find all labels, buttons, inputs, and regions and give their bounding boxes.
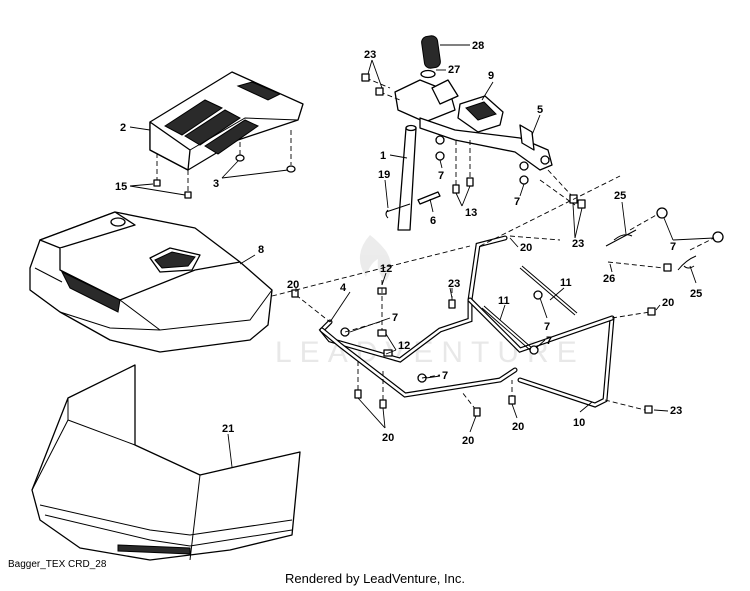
part-6-bolt[interactable]: [417, 191, 441, 205]
callout-23-lower: 23: [670, 405, 682, 417]
callout-11-a: 11: [498, 295, 510, 307]
callout-12-a: 12: [380, 263, 392, 275]
part-11-rods[interactable]: [481, 265, 578, 351]
part-15-screws[interactable]: [153, 153, 192, 199]
callout-labels: 2 15 3 8 21 28 27 9 23 5 1 7 19 6 13: [115, 40, 715, 468]
callout-10: 10: [573, 417, 585, 429]
callout-28: 28: [472, 40, 484, 52]
watermark-text: LEADVENTURE: [275, 336, 585, 369]
callout-26: 26: [603, 273, 615, 285]
callout-23-top: 23: [364, 49, 376, 61]
part-7-nuts-right[interactable]: [629, 207, 724, 251]
part-23-bolts-right[interactable]: [539, 169, 586, 209]
part-20-bolts[interactable]: [291, 235, 656, 417]
callout-7-c: 7: [670, 241, 676, 253]
callout-25-lower: 25: [690, 288, 702, 300]
part-5-lever-arm[interactable]: [419, 117, 553, 171]
part-1-tube[interactable]: [397, 124, 417, 231]
callout-25-upper: 25: [614, 190, 626, 202]
part-19-pin[interactable]: [385, 203, 411, 219]
callout-7-g: 7: [442, 370, 448, 382]
render-caption: Rendered by LeadVenture, Inc.: [285, 571, 465, 586]
part-25-clip-upper[interactable]: [605, 229, 637, 247]
callout-7-d: 7: [392, 312, 398, 324]
callout-23-mid: 23: [448, 278, 460, 290]
callout-20-c: 20: [662, 297, 674, 309]
callout-20-f: 20: [512, 421, 524, 433]
part-27-ring[interactable]: [420, 69, 436, 79]
callout-8: 8: [258, 244, 264, 256]
part-8-collector-lid[interactable]: [29, 211, 273, 353]
part-9-lever-bracket[interactable]: [394, 79, 504, 133]
part-7-nuts-mid[interactable]: [435, 135, 529, 185]
callout-7-b: 7: [514, 196, 520, 208]
drawing-code: Bagger_TEX CRD_28: [8, 559, 107, 570]
part-13-bolts[interactable]: [452, 140, 474, 194]
callout-11-b: 11: [560, 277, 572, 289]
callout-21: 21: [222, 423, 234, 435]
callout-15: 15: [115, 181, 127, 193]
part-23-bolts-top[interactable]: [361, 73, 401, 101]
callout-20-a: 20: [520, 242, 532, 254]
callout-3: 3: [213, 178, 219, 190]
assembly-lines: [271, 175, 621, 297]
callout-1: 1: [380, 150, 386, 162]
callout-7-a: 7: [438, 170, 444, 182]
callout-2: 2: [120, 122, 126, 134]
callout-27: 27: [448, 64, 460, 76]
callout-7-f: 7: [546, 335, 552, 347]
callout-7-e: 7: [544, 321, 550, 333]
callout-4: 4: [340, 282, 347, 294]
callout-9: 9: [488, 70, 494, 82]
part-3-nuts[interactable]: [235, 130, 296, 173]
part-7-nuts-lower[interactable]: [340, 290, 543, 383]
callout-6: 6: [430, 215, 436, 227]
part-4-frame[interactable]: [318, 235, 518, 398]
callout-12-b: 12: [398, 340, 410, 352]
part-10-frame[interactable]: [467, 297, 615, 408]
callout-19: 19: [378, 169, 390, 181]
part-21-collector-bag[interactable]: [31, 364, 301, 561]
part-26-bolt[interactable]: [607, 261, 672, 272]
callout-13: 13: [465, 207, 477, 219]
callout-20-d: 20: [382, 432, 394, 444]
callout-20-b: 20: [287, 279, 299, 291]
callout-20-e: 20: [462, 435, 474, 447]
callout-5: 5: [537, 104, 543, 116]
part-2-hood-cover[interactable]: [149, 71, 304, 171]
part-25-clip-lower[interactable]: [677, 255, 697, 271]
part-28-grip[interactable]: [421, 35, 441, 69]
callout-23-right: 23: [572, 238, 584, 250]
